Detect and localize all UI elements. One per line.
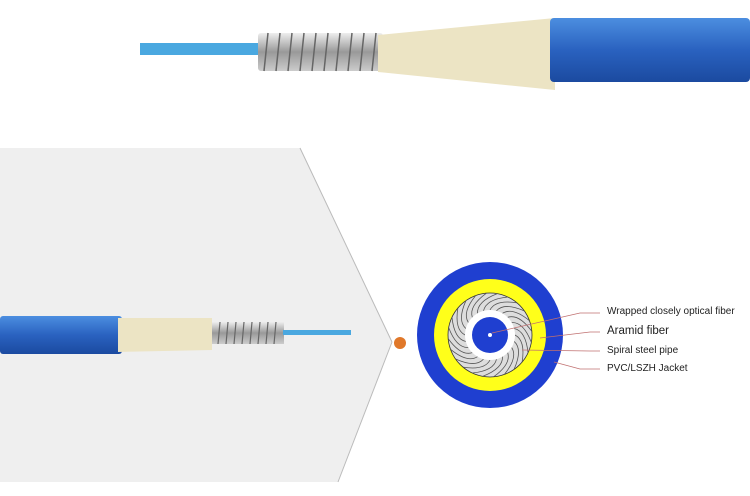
spiral-strip xyxy=(461,300,467,329)
spiral-strip xyxy=(455,358,484,364)
spiral-strip xyxy=(482,356,503,377)
spiral-strip xyxy=(447,338,473,354)
spiral-strip xyxy=(456,307,466,336)
spiral-strip xyxy=(448,327,469,348)
cross-section xyxy=(417,262,563,408)
spiral-strip xyxy=(483,296,508,311)
spiral-strip xyxy=(511,322,532,343)
spiral-strip xyxy=(514,328,529,353)
spiral-strip xyxy=(507,316,533,332)
lower-cable xyxy=(0,316,351,354)
label-jacket: PVC/LSZH Jacket xyxy=(607,363,688,374)
spiral-strip xyxy=(502,310,530,322)
spiral-strip xyxy=(496,306,525,312)
spiral-strip xyxy=(450,348,478,360)
leader-lines xyxy=(491,312,600,370)
background-panel xyxy=(0,148,392,482)
spiral-strip xyxy=(462,359,491,369)
spiral-strip xyxy=(489,301,518,311)
spiral-strip xyxy=(493,352,509,378)
spiral-strip xyxy=(503,347,515,375)
top-cable xyxy=(140,18,750,90)
spiral-strip xyxy=(514,334,524,363)
spiral-strip xyxy=(465,295,477,323)
spiral-strip xyxy=(471,292,487,318)
label-aramid-fiber: Aramid fiber xyxy=(607,325,669,337)
spiral-strip xyxy=(472,359,497,374)
label-spiral-steel-pipe: Spiral steel pipe xyxy=(607,345,679,356)
spiral-strip xyxy=(513,341,519,370)
spiral-strip xyxy=(477,293,498,314)
orange-dot xyxy=(394,337,406,349)
spiral-strip xyxy=(451,317,466,342)
label-optical-fiber: Wrapped closely optical fiber xyxy=(607,306,735,317)
